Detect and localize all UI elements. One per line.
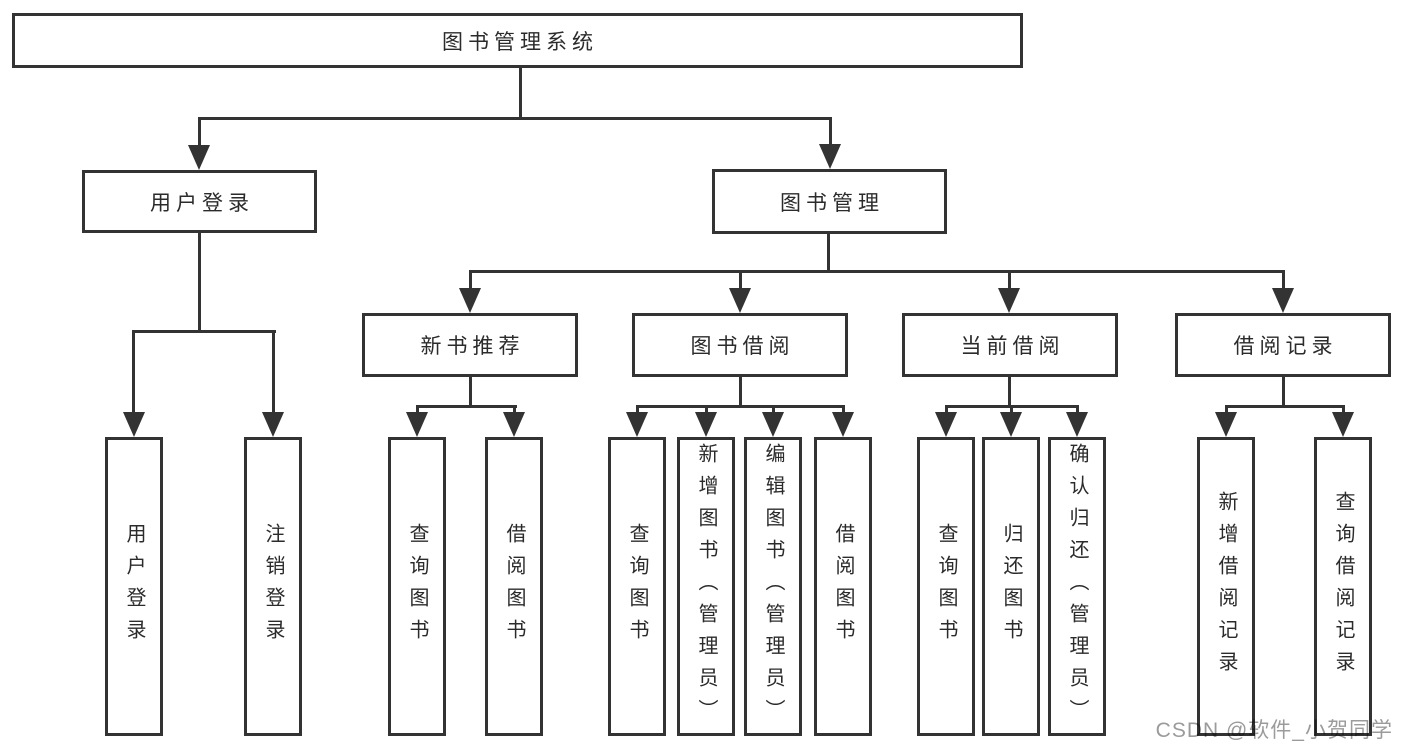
connector-line (739, 377, 742, 407)
arrowhead-icon (695, 412, 717, 437)
leaf-query-books-borrowing: 查询图书 (608, 437, 666, 736)
leaf-confirm-return-admin-label: 确认归还（管理员） (1066, 442, 1088, 731)
connector-line (469, 270, 1285, 273)
arrowhead-icon (762, 412, 784, 437)
leaf-query-borrow-record-label: 查询借阅记录 (1332, 490, 1354, 683)
node-library-system-label: 图书管理系统 (442, 30, 598, 54)
leaf-edit-books-admin-label: 编辑图书（管理员） (762, 442, 784, 731)
node-book-management: 图书管理 (712, 169, 947, 234)
connector-line (198, 233, 201, 333)
node-user-login: 用户登录 (82, 170, 317, 233)
leaf-query-books-recommend-label: 查询图书 (406, 522, 428, 651)
leaf-query-books-current: 查询图书 (917, 437, 975, 736)
leaf-query-books-borrowing-label: 查询图书 (626, 522, 648, 651)
leaf-query-borrow-record: 查询借阅记录 (1314, 437, 1372, 736)
connector-line (469, 377, 472, 407)
connector-line (772, 405, 775, 414)
node-new-book-recommendation-label: 新书推荐 (420, 335, 525, 358)
leaf-add-borrow-record-label: 新增借阅记录 (1215, 490, 1237, 683)
connector-line (198, 117, 832, 120)
arrowhead-icon (1066, 412, 1088, 437)
connector-line (636, 405, 639, 414)
leaf-logout-login: 注销登录 (244, 437, 302, 736)
arrowhead-icon (262, 412, 284, 437)
connector-line (1008, 377, 1011, 407)
connector-line (1282, 377, 1285, 407)
connector-line (1076, 405, 1079, 414)
arrowhead-icon (1215, 412, 1237, 437)
connector-line (739, 270, 742, 290)
connector-line (827, 234, 830, 272)
leaf-borrow-books-borrowing: 借阅图书 (814, 437, 872, 736)
connector-line (842, 405, 845, 414)
arrowhead-icon (819, 144, 841, 169)
node-book-borrowing-label: 图书借阅 (690, 335, 795, 358)
leaf-add-books-admin: 新增图书（管理员） (677, 437, 735, 736)
leaf-confirm-return-admin: 确认归还（管理员） (1048, 437, 1106, 736)
node-borrowing-records-label: 借阅记录 (1233, 335, 1338, 358)
connector-line (829, 117, 832, 148)
node-library-system: 图书管理系统 (12, 13, 1023, 68)
arrowhead-icon (935, 412, 957, 437)
arrowhead-icon (626, 412, 648, 437)
arrowhead-icon (1332, 412, 1354, 437)
leaf-user-login: 用户登录 (105, 437, 163, 736)
leaf-add-books-admin-label: 新增图书（管理员） (695, 442, 717, 731)
arrowhead-icon (188, 145, 210, 170)
connector-line (132, 330, 276, 333)
arrowhead-icon (123, 412, 145, 437)
leaf-query-books-recommend: 查询图书 (388, 437, 446, 736)
connector-line (272, 330, 275, 414)
leaf-query-books-current-label: 查询图书 (935, 522, 957, 651)
connector-line (519, 68, 522, 117)
connector-line (198, 117, 201, 148)
node-book-borrowing: 图书借阅 (632, 313, 848, 377)
connector-line (1010, 405, 1013, 414)
connector-line (513, 405, 516, 414)
node-borrowing-records: 借阅记录 (1175, 313, 1391, 377)
leaf-user-login-label: 用户登录 (123, 522, 145, 651)
connector-line (1342, 405, 1345, 414)
leaf-return-books-label: 归还图书 (1000, 522, 1022, 651)
arrowhead-icon (503, 412, 525, 437)
node-new-book-recommendation: 新书推荐 (362, 313, 578, 377)
csdn-watermark: CSDN @软件_小贺同学 (1155, 719, 1393, 742)
arrowhead-icon (1272, 288, 1294, 313)
arrowhead-icon (832, 412, 854, 437)
connector-line (705, 405, 708, 414)
node-user-login-label: 用户登录 (150, 191, 254, 215)
arrowhead-icon (998, 288, 1020, 313)
connector-line (1225, 405, 1345, 408)
arrowhead-icon (1000, 412, 1022, 437)
connector-line (416, 405, 517, 408)
node-current-borrowing: 当前借阅 (902, 313, 1118, 377)
connector-line (416, 405, 419, 414)
connector-line (469, 270, 472, 290)
leaf-add-borrow-record: 新增借阅记录 (1197, 437, 1255, 736)
node-book-management-label: 图书管理 (780, 191, 884, 215)
leaf-logout-login-label: 注销登录 (262, 522, 284, 651)
connector-line (1008, 270, 1011, 290)
connector-line (1225, 405, 1228, 414)
leaf-borrow-books-recommend-label: 借阅图书 (503, 522, 525, 651)
connector-line (132, 330, 135, 414)
node-current-borrowing-label: 当前借阅 (960, 335, 1065, 358)
connector-line (1282, 270, 1285, 290)
arrowhead-icon (459, 288, 481, 313)
leaf-borrow-books-recommend: 借阅图书 (485, 437, 543, 736)
leaf-return-books: 归还图书 (982, 437, 1040, 736)
connector-line (636, 405, 845, 408)
connector-line (945, 405, 948, 414)
leaf-edit-books-admin: 编辑图书（管理员） (744, 437, 802, 736)
arrowhead-icon (729, 288, 751, 313)
leaf-borrow-books-borrowing-label: 借阅图书 (832, 522, 854, 651)
arrowhead-icon (406, 412, 428, 437)
